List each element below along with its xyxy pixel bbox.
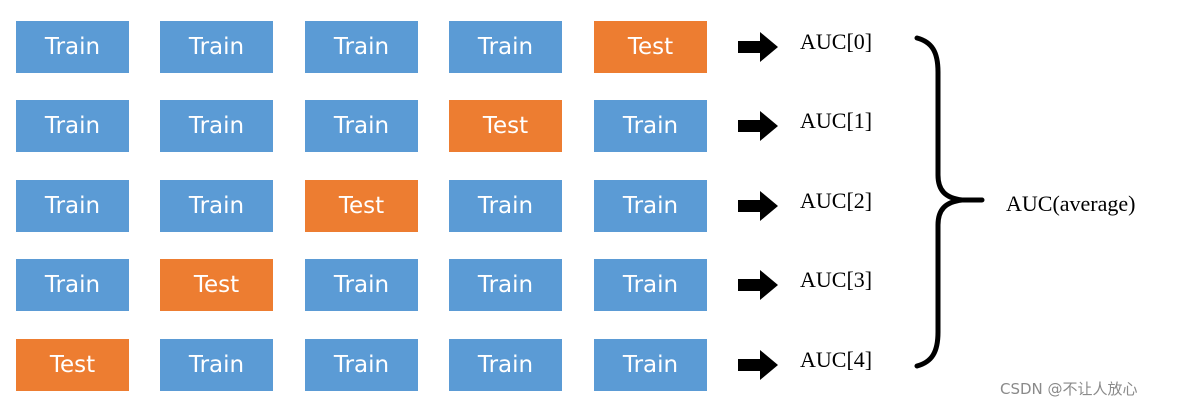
fold-auc-label: AUC[3] — [800, 267, 873, 292]
fold-2-train-cell: Train — [16, 180, 129, 232]
fold-4-train-cell: Train — [449, 339, 562, 391]
fold-0-train-cell: Train — [305, 21, 418, 73]
right-arrow-icon — [738, 270, 778, 300]
fold-3-test-cell: Test — [160, 259, 273, 311]
fold-1-train-cell: Train — [16, 100, 129, 152]
fold-auc-label: AUC[2] — [800, 188, 873, 213]
fold-1-train-cell: Train — [594, 100, 707, 152]
fold-3-train-cell: Train — [449, 259, 562, 311]
fold-auc-label: AUC[0] — [800, 29, 873, 54]
fold-2-train-cell: Train — [449, 180, 562, 232]
fold-1-train-cell: Train — [160, 100, 273, 152]
curly-brace-icon — [914, 35, 985, 369]
fold-3-train-cell: Train — [594, 259, 707, 311]
fold-2-test-cell: Test — [305, 180, 418, 232]
fold-auc-label: AUC[1] — [800, 108, 873, 133]
right-arrow-icon — [738, 191, 778, 221]
fold-3-train-cell: Train — [305, 259, 418, 311]
fold-1-test-cell: Test — [449, 100, 562, 152]
fold-3-train-cell: Train — [16, 259, 129, 311]
fold-0-test-cell: Test — [594, 21, 707, 73]
right-arrow-icon — [738, 32, 778, 62]
fold-4-train-cell: Train — [594, 339, 707, 391]
average-auc-label: AUC(average) — [1006, 191, 1136, 216]
watermark: CSDN @不让人放心 — [1000, 380, 1138, 398]
fold-4-test-cell: Test — [16, 339, 129, 391]
fold-0-train-cell: Train — [160, 21, 273, 73]
fold-4-train-cell: Train — [305, 339, 418, 391]
right-arrow-icon — [738, 111, 778, 141]
fold-0-train-cell: Train — [16, 21, 129, 73]
fold-auc-label: AUC[4] — [800, 347, 873, 372]
fold-2-train-cell: Train — [594, 180, 707, 232]
fold-2-train-cell: Train — [160, 180, 273, 232]
fold-1-train-cell: Train — [305, 100, 418, 152]
fold-4-train-cell: Train — [160, 339, 273, 391]
fold-0-train-cell: Train — [449, 21, 562, 73]
right-arrow-icon — [738, 350, 778, 380]
